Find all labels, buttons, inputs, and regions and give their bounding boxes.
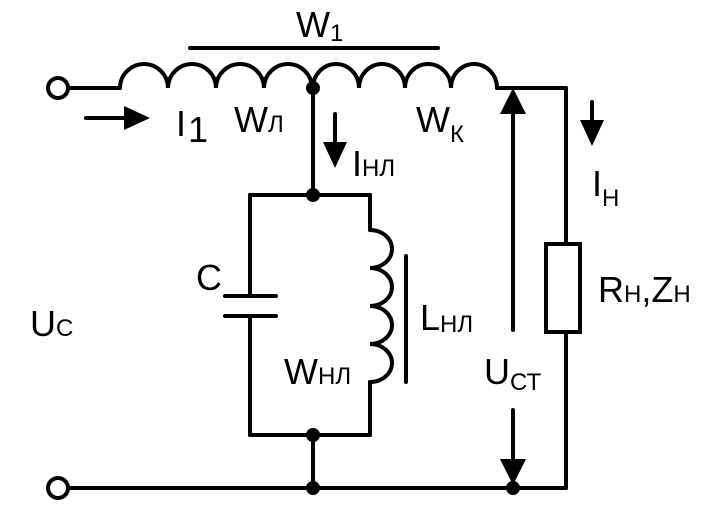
- label-ust: UСТ: [484, 351, 542, 396]
- node-ust-bottom: [506, 481, 520, 495]
- label-wk: WК: [416, 99, 464, 148]
- inl-arrow-head: [323, 142, 347, 168]
- label-c: C: [196, 257, 222, 298]
- input-terminal-bottom: [46, 476, 70, 500]
- ust-arrow-up-head: [500, 88, 526, 114]
- label-rz: RН,ZН: [598, 269, 691, 310]
- coil-wnl: [368, 228, 394, 384]
- i1-arrow-head: [124, 106, 150, 130]
- label-w1: W1: [296, 4, 343, 47]
- label-inl: IНЛ: [352, 143, 395, 184]
- label-uc: UС: [30, 303, 73, 344]
- label-wl: WЛ: [234, 99, 284, 140]
- label-lnl: LНЛ: [420, 297, 473, 338]
- label-i1: I1: [176, 103, 208, 150]
- input-terminal-top: [46, 76, 70, 100]
- label-wnl: WНЛ: [284, 351, 351, 392]
- ust-arrow-down-head: [500, 459, 526, 485]
- coil-wl: [118, 62, 314, 90]
- label-in: IН: [592, 163, 619, 212]
- coil-wk: [311, 62, 499, 90]
- in-arrow-head: [580, 120, 604, 146]
- load-resistor: [544, 242, 582, 334]
